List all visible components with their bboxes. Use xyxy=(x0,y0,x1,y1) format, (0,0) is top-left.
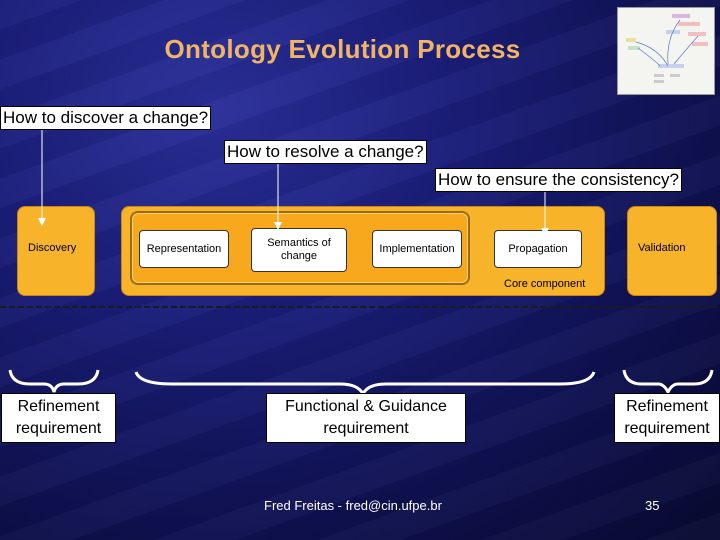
requirement-right: Refinement requirement xyxy=(614,393,720,443)
brace-right xyxy=(622,369,714,396)
stage-implementation: Implementation xyxy=(372,230,462,268)
footer-author: Fred Freitas - fred@cin.ufpe.br xyxy=(264,498,442,513)
stage-representation: Representation xyxy=(139,230,229,268)
requirement-center-label: Functional & Guidance requirement xyxy=(285,398,447,437)
diagram-thumbnail xyxy=(617,7,715,95)
brace-center xyxy=(134,371,596,398)
page-number: 35 xyxy=(645,498,660,513)
core-component-label: Core component xyxy=(504,278,586,290)
stage-semantics-label: Semantics of change xyxy=(267,237,331,262)
slide-title: Ontology Evolution Process xyxy=(164,34,521,64)
stage-discovery: Discovery xyxy=(28,242,77,254)
discovery-panel xyxy=(17,206,95,296)
question-discover: How to discover a change? xyxy=(0,106,212,130)
stage-implementation-label: Implementation xyxy=(379,242,455,255)
brace-left xyxy=(8,369,100,393)
stage-propagation-label: Propagation xyxy=(508,242,568,255)
validation-panel xyxy=(627,206,717,296)
stage-validation: Validation xyxy=(638,242,686,254)
question-consistency: How to ensure the consistency? xyxy=(435,168,682,192)
requirement-right-label: Refinement requirement xyxy=(624,398,710,437)
requirement-left-label: Refinement requirement xyxy=(15,398,102,437)
requirement-center: Functional & Guidance requirement xyxy=(266,393,466,443)
stage-propagation: Propagation xyxy=(494,230,582,268)
stage-semantics: Semantics of change xyxy=(251,228,347,272)
question-resolve: How to resolve a change? xyxy=(224,140,427,164)
requirement-left: Refinement requirement xyxy=(1,393,116,443)
stage-representation-label: Representation xyxy=(146,242,222,255)
